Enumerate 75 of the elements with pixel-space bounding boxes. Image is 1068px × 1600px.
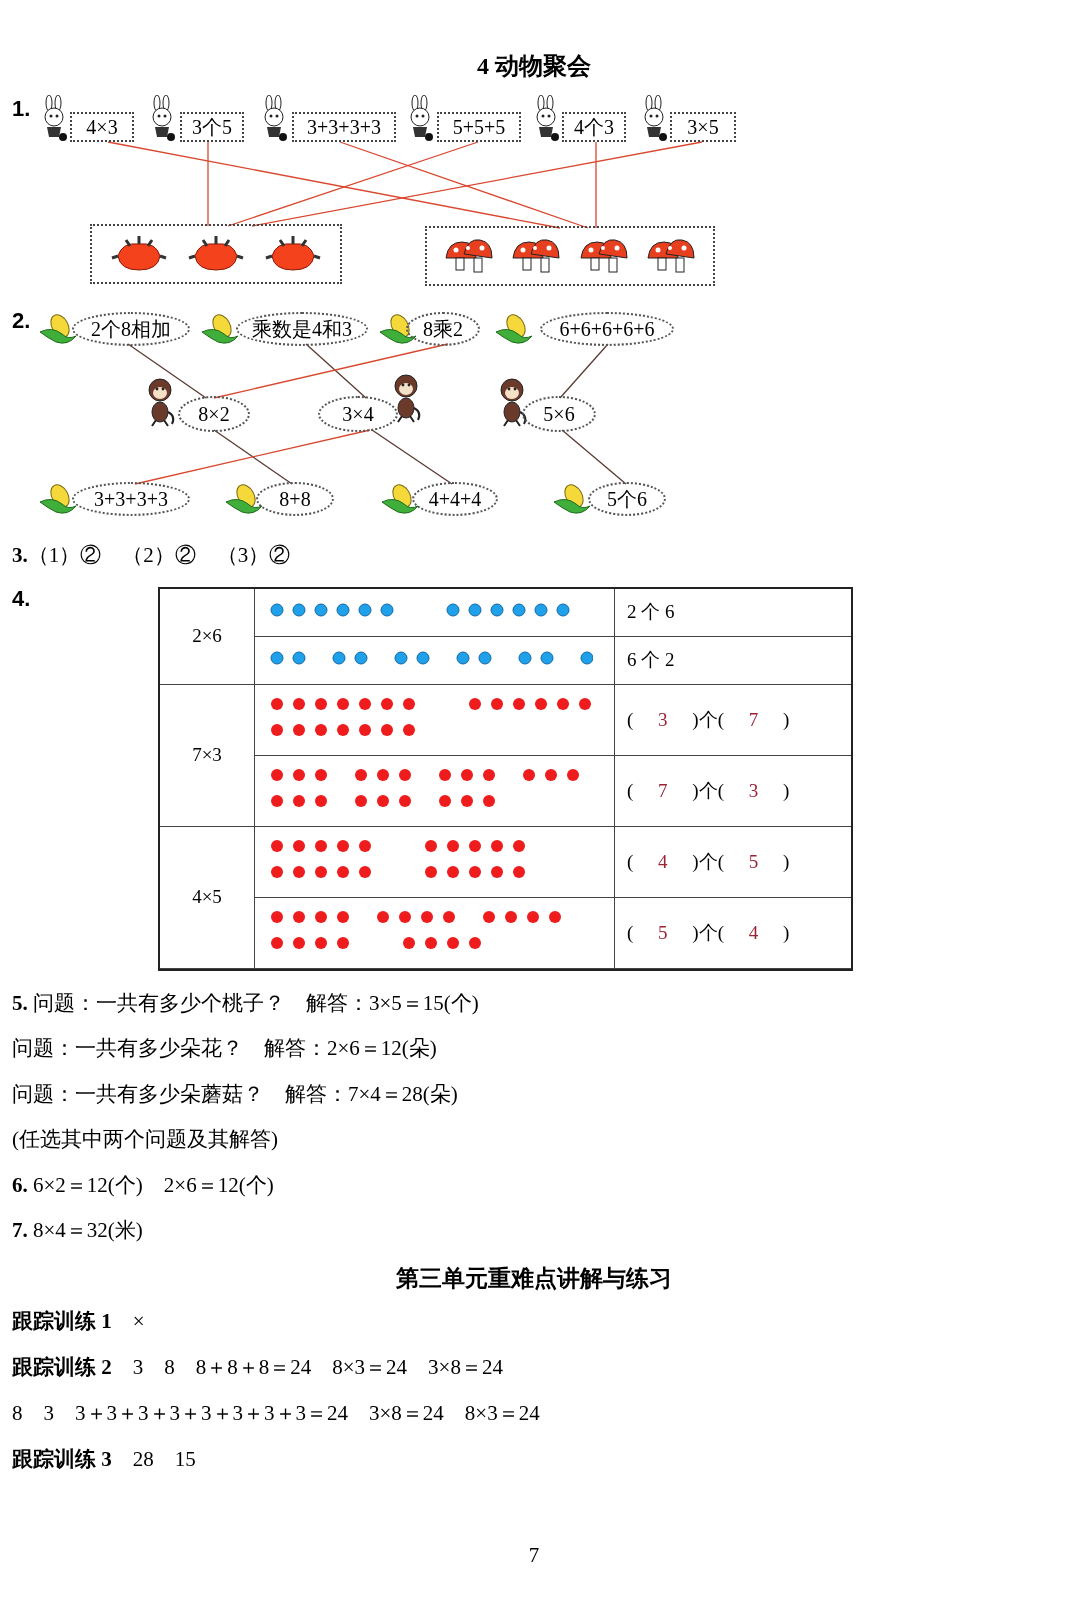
connecting-line bbox=[127, 343, 207, 399]
answer-text: 8 3 3＋3＋3＋3＋3＋3＋3＋3＝24 3×8＝24 8×3＝24 bbox=[12, 1401, 540, 1425]
connecting-line bbox=[559, 343, 609, 399]
connecting-line bbox=[107, 141, 561, 229]
connecting-line bbox=[213, 429, 293, 485]
connecting-line bbox=[371, 429, 453, 485]
expression-oval bbox=[406, 312, 480, 346]
expression-oval bbox=[540, 312, 674, 346]
expression-text: 8×2 bbox=[198, 404, 230, 424]
answer-text: 2 个 6 bbox=[627, 600, 675, 625]
answer-text: ( 4 )个( 5 ) bbox=[627, 849, 790, 874]
expression-text: 3×5 bbox=[687, 117, 719, 137]
connecting-line bbox=[339, 141, 589, 229]
answer-text: 6 个 2 bbox=[627, 648, 675, 673]
expression-text: 乘数是4和3 bbox=[252, 319, 352, 339]
expression-text: 3×4 bbox=[342, 404, 374, 424]
expression-oval bbox=[72, 312, 190, 346]
connecting-line bbox=[251, 141, 703, 227]
expression-oval bbox=[522, 396, 596, 432]
answer-text: 2×6 bbox=[192, 624, 222, 649]
picture-box bbox=[425, 226, 715, 286]
answer-text: (任选其中两个问题及其解答) bbox=[12, 1126, 278, 1153]
answer-text: 1. bbox=[12, 95, 31, 123]
answer-text: 7×3 bbox=[192, 743, 222, 768]
expression-text: 2个8相加 bbox=[91, 319, 171, 339]
expression-oval bbox=[178, 396, 250, 432]
connecting-line bbox=[134, 429, 371, 485]
answer-text: 第三单元重难点讲解与练习 bbox=[396, 1265, 672, 1293]
answer-text: 4×5 bbox=[192, 885, 222, 910]
answer-text: 4. bbox=[12, 585, 31, 613]
answer-text: 6. 6×2＝12(个) 2×6＝12(个) bbox=[12, 1172, 274, 1199]
answer-text: 3.（1）② （2）② （3）② bbox=[12, 542, 291, 569]
expression-box bbox=[70, 112, 134, 142]
expression-box bbox=[292, 112, 396, 142]
expression-box bbox=[180, 112, 244, 142]
answer-text: 跟踪训练 1 × bbox=[12, 1309, 145, 1333]
connecting-line bbox=[207, 141, 209, 227]
answer-text: 跟踪训练 3 28 15 bbox=[12, 1447, 196, 1471]
expression-oval bbox=[72, 482, 190, 516]
expression-oval bbox=[318, 396, 398, 432]
expression-text: 8乘2 bbox=[423, 319, 463, 339]
expression-text: 6+6+6+6+6 bbox=[559, 319, 655, 339]
connecting-line bbox=[561, 429, 627, 485]
answer-text: ( 5 )个( 4 ) bbox=[627, 920, 790, 945]
expression-oval bbox=[236, 312, 368, 346]
expression-oval bbox=[256, 482, 334, 516]
expression-text: 3个5 bbox=[192, 117, 232, 137]
connecting-line bbox=[595, 141, 597, 229]
answer-text: ( 3 )个( 7 ) bbox=[627, 707, 790, 732]
connecting-line bbox=[305, 343, 367, 399]
expression-text: 4个3 bbox=[574, 117, 614, 137]
expression-text: 4+4+4 bbox=[428, 489, 482, 509]
answer-text: 问题：一共有多少朵花？ 解答：2×6＝12(朵) bbox=[12, 1035, 437, 1062]
picture-box bbox=[90, 224, 342, 284]
expression-text: 8+8 bbox=[279, 489, 311, 509]
expression-oval bbox=[412, 482, 498, 516]
title: 4 动物聚会 bbox=[476, 52, 592, 81]
answer-text: 5. 问题：一共有多少个桃子？ 解答：3×5＝15(个) bbox=[12, 990, 479, 1017]
expression-oval bbox=[588, 482, 666, 516]
expression-text: 5×6 bbox=[543, 404, 575, 424]
expression-box bbox=[562, 112, 626, 142]
expression-text: 3+3+3+3 bbox=[94, 489, 168, 509]
answer-text: ( 7 )个( 3 ) bbox=[627, 778, 790, 803]
expression-text: 4×3 bbox=[86, 117, 118, 137]
answer-text: 7. 8×4＝32(米) bbox=[12, 1217, 143, 1244]
expression-text: 5个6 bbox=[607, 489, 647, 509]
expression-box bbox=[670, 112, 736, 142]
expression-text: 5+5+5 bbox=[452, 117, 506, 137]
answer-text: 跟踪训练 2 3 8 8＋8＋8＝24 8×3＝24 3×8＝24 bbox=[12, 1355, 503, 1379]
answer-text: 问题：一共有多少朵蘑菇？ 解答：7×4＝28(朵) bbox=[12, 1081, 458, 1108]
answer-text: 2. bbox=[12, 307, 31, 335]
expression-text: 3+3+3+3 bbox=[307, 117, 381, 137]
connecting-line bbox=[227, 141, 479, 227]
expression-box bbox=[437, 112, 521, 142]
answer-text: 7 bbox=[528, 1542, 540, 1569]
